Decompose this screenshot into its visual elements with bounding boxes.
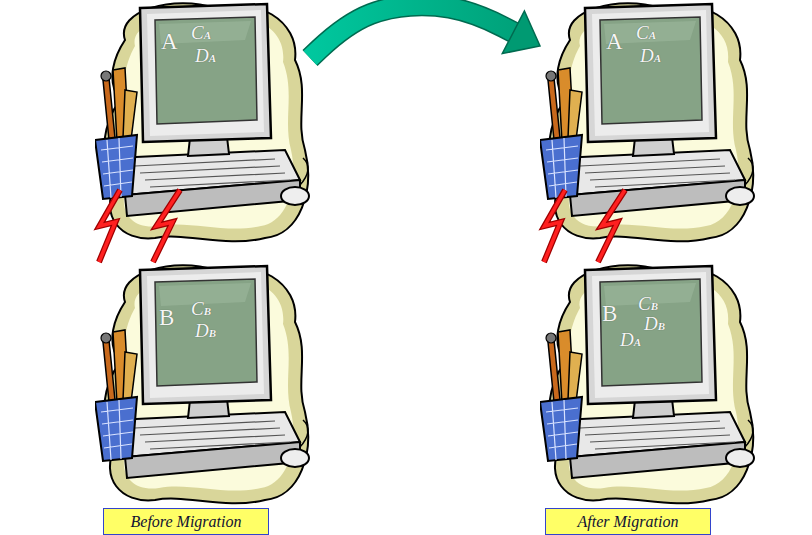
screen-label: DA bbox=[195, 46, 216, 65]
screen-label: CB bbox=[638, 294, 658, 313]
screen-label: DA bbox=[620, 330, 641, 349]
screen-label: A bbox=[606, 30, 623, 53]
caption-text: Before Migration bbox=[131, 514, 242, 530]
caption-tag: After Migration bbox=[545, 508, 711, 535]
screen-label: DA bbox=[640, 46, 661, 65]
arrow-shaft bbox=[310, 5, 513, 58]
screen-label: A bbox=[161, 30, 178, 53]
arrow-head bbox=[502, 11, 540, 54]
arrow-shaft-outline bbox=[310, 5, 513, 58]
caption-text: After Migration bbox=[578, 514, 679, 530]
screen-label: CA bbox=[636, 23, 656, 42]
computer-node: A CA DA bbox=[540, 0, 755, 190]
screen-label: CB bbox=[191, 299, 211, 318]
screen-label: DB bbox=[195, 321, 216, 340]
screen-label: DB bbox=[644, 314, 665, 333]
computer-node: A CA DA bbox=[95, 0, 310, 190]
migration-arrow bbox=[310, 5, 540, 58]
screen-label: CA bbox=[191, 23, 211, 42]
computer-node: B CB DB bbox=[95, 262, 310, 452]
caption-tag: Before Migration bbox=[103, 508, 269, 535]
screen-label: B bbox=[602, 302, 617, 325]
computer-node: B CBDBDA bbox=[540, 262, 755, 452]
screen-label: B bbox=[159, 306, 174, 329]
